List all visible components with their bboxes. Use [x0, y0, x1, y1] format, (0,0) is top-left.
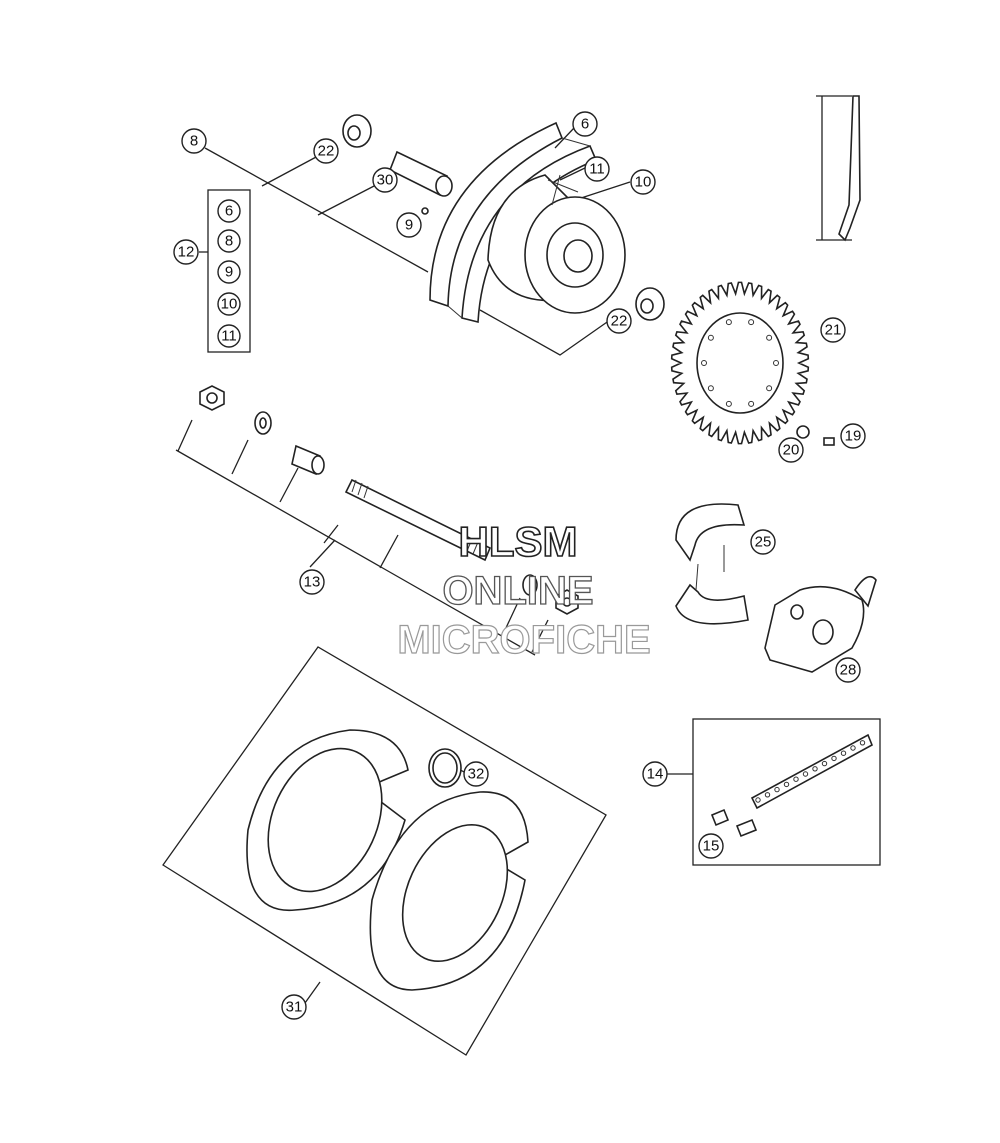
watermark-line-1: HLSM	[459, 518, 578, 565]
callout-11[interactable]: 11	[584, 156, 610, 182]
axle-washer	[254, 411, 272, 435]
axle-spacer	[291, 444, 325, 476]
brake-shoes	[675, 503, 749, 625]
svg-text:30: 30	[377, 172, 394, 189]
svg-text:25: 25	[755, 534, 772, 551]
callout-12[interactable]: 12	[173, 239, 199, 265]
sprocket	[670, 281, 810, 445]
callout-20[interactable]: 20	[778, 437, 804, 463]
callout-13[interactable]: 13	[299, 569, 325, 595]
sprocket-washer	[796, 425, 810, 439]
chain-master-link	[710, 808, 758, 838]
watermark-line-3: MICROFICHE	[397, 618, 650, 662]
svg-text:10: 10	[221, 296, 238, 313]
svg-text:14: 14	[647, 766, 664, 783]
spoke	[838, 95, 861, 242]
kit12-item-1[interactable]: 6	[217, 199, 241, 223]
callout-9[interactable]: 9	[396, 212, 422, 238]
circlip	[428, 748, 462, 788]
svg-text:11: 11	[589, 161, 605, 178]
callout-31[interactable]: 31	[281, 994, 307, 1020]
small-screw	[421, 207, 429, 215]
watermark-line-2: ONLINE	[442, 569, 593, 613]
kit12-item-4[interactable]: 10	[217, 292, 241, 316]
svg-text:20: 20	[783, 442, 800, 459]
svg-text:8: 8	[190, 133, 198, 150]
svg-text:13: 13	[304, 574, 321, 591]
svg-text:28: 28	[840, 662, 857, 679]
svg-text:22: 22	[611, 313, 628, 330]
svg-text:6: 6	[581, 116, 589, 133]
axle-shaft	[344, 478, 492, 562]
kit-12-frame	[207, 189, 251, 353]
callout-28[interactable]: 28	[835, 657, 861, 683]
kit12-item-5[interactable]: 11	[217, 324, 241, 348]
callout-22-top[interactable]: 22	[313, 138, 339, 164]
callout-30[interactable]: 30	[372, 167, 398, 193]
callout-32[interactable]: 32	[463, 761, 489, 787]
axle-nut-right	[555, 589, 579, 615]
svg-text:10: 10	[635, 174, 652, 191]
gasket-right	[369, 791, 529, 991]
brake-plate	[764, 575, 877, 673]
svg-text:32: 32	[468, 766, 485, 783]
svg-text:11: 11	[221, 328, 237, 345]
bearing-top	[342, 114, 372, 148]
chain-box	[692, 718, 881, 866]
callout-19[interactable]: 19	[840, 423, 866, 449]
callout-15[interactable]: 15	[698, 833, 724, 859]
svg-text:9: 9	[225, 264, 233, 281]
gasket-set-frame	[162, 646, 607, 1056]
callout-6[interactable]: 6	[572, 111, 598, 137]
wheel-hub	[487, 174, 626, 314]
kit12-item-3[interactable]: 9	[217, 260, 241, 284]
callout-21[interactable]: 21	[820, 317, 846, 343]
bearing-bottom	[635, 287, 665, 321]
callout-22-bottom[interactable]: 22	[606, 308, 632, 334]
axle-washer-right	[522, 574, 538, 596]
axle-nut-left	[199, 385, 225, 411]
callout-25[interactable]: 25	[750, 529, 776, 555]
callout-10[interactable]: 10	[630, 169, 656, 195]
sprocket-bolt	[823, 437, 835, 446]
svg-text:6: 6	[225, 203, 233, 220]
chain	[750, 733, 874, 810]
watermark: HLSM ONLINE MICROFICHE	[397, 517, 652, 662]
svg-text:8: 8	[225, 233, 233, 250]
svg-text:12: 12	[178, 244, 195, 261]
svg-text:9: 9	[405, 217, 413, 234]
spacer-tube	[388, 150, 453, 197]
callout-8[interactable]: 8	[181, 128, 207, 154]
svg-text:22: 22	[318, 143, 335, 160]
kit12-item-2[interactable]: 8	[217, 229, 241, 253]
gasket-left	[246, 729, 409, 912]
svg-text:19: 19	[845, 428, 862, 445]
svg-text:21: 21	[825, 322, 842, 339]
svg-text:31: 31	[286, 999, 303, 1016]
callout-14[interactable]: 14	[642, 761, 668, 787]
svg-text:15: 15	[703, 838, 720, 855]
